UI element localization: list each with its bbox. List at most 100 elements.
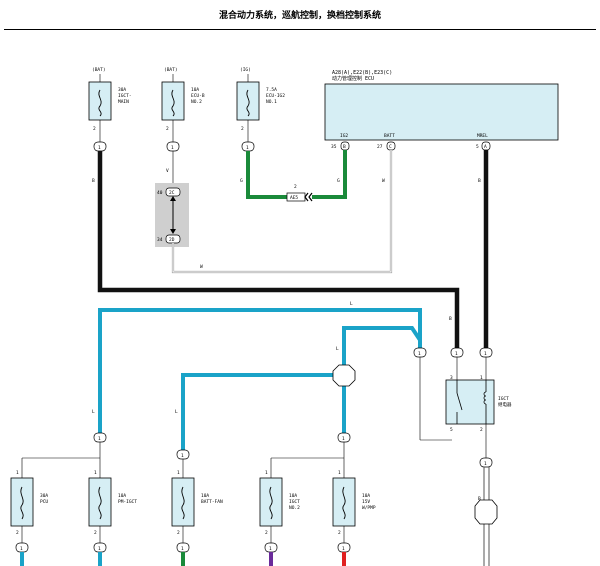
fuse-icon	[171, 89, 175, 117]
top-fuse-3: (IG) 7.5A ECU-IG2 NO.1 2	[236, 67, 285, 132]
fuse-name: IGCT-	[118, 93, 132, 99]
top-connector-1: 1	[93, 141, 107, 152]
svg-text:30A: 30A	[40, 493, 48, 499]
svg-text:1: 1	[418, 351, 421, 357]
wire-color-label: B	[449, 316, 452, 322]
svg-text:1: 1	[181, 453, 184, 459]
svg-text:5: 5	[450, 427, 453, 433]
ecu-pin-name-mrel: MREL	[477, 133, 488, 139]
wire-white-inner	[172, 150, 392, 273]
svg-text:1: 1	[94, 470, 97, 476]
fuse-box	[236, 81, 260, 121]
svg-text:2: 2	[338, 530, 341, 536]
fuse-icon	[98, 89, 102, 117]
bottom-fuse-batt-fan: 1 10A BATT-FAN 2 1	[171, 470, 223, 566]
fuse-name: MAIN	[118, 99, 129, 105]
svg-text:2D: 2D	[169, 237, 175, 243]
top-connector-2: 1	[166, 141, 180, 152]
wire-color-label: W	[382, 178, 385, 184]
svg-text:1: 1	[484, 351, 487, 357]
wire-color-label: B	[478, 496, 481, 502]
relay-name: IGCT	[498, 396, 509, 402]
svg-text:1: 1	[484, 461, 487, 467]
wire-green-b	[312, 150, 347, 199]
fuse-pin: 2	[93, 126, 96, 132]
svg-text:2C: 2C	[169, 190, 175, 196]
svg-text:1: 1	[98, 436, 101, 442]
svg-text:1: 1	[16, 470, 19, 476]
wire-color-label: B	[92, 178, 95, 184]
bottom-fuse-15v-wpmp: 1 10A 15V W/PMP 2 1	[332, 470, 376, 566]
splice-point	[332, 364, 356, 387]
svg-text:1: 1	[342, 436, 345, 442]
fuse-icon	[98, 486, 102, 520]
svg-text:1: 1	[455, 351, 458, 357]
svg-text:W/PMP: W/PMP	[362, 505, 376, 511]
svg-text:10A: 10A	[289, 493, 297, 499]
fuse-pin: 2	[241, 126, 244, 132]
fuse-box	[88, 81, 112, 121]
fuse-rating: 30A	[118, 87, 126, 93]
fuse-rating: 10A	[191, 87, 199, 93]
fuse-source: (IG)	[240, 67, 251, 73]
page-header: 混合动力系统，巡航控制，换档控制系统	[0, 0, 600, 30]
fuse-name: NO.2	[191, 99, 202, 105]
ecu-pin-num-5: 5	[476, 144, 479, 150]
wire-green-a	[246, 151, 287, 199]
relay-name: 继电器	[498, 401, 512, 408]
svg-text:1: 1	[338, 470, 341, 476]
top-fuse-2: (BAT) 10A ECU-B NO.2 2	[161, 67, 205, 132]
relay-box	[445, 379, 495, 425]
fuse-name: ECU-IG2	[266, 93, 285, 99]
svg-text:3: 3	[450, 375, 453, 381]
top-connector-3: 1	[241, 141, 255, 152]
bottom-fuse-pcu: 1 30A PCU 2 1	[10, 470, 48, 566]
wire-color-label: L	[350, 301, 353, 307]
connector-chevron-icon	[304, 192, 313, 202]
fuse-icon	[181, 486, 185, 520]
svg-text:2: 2	[480, 427, 483, 433]
wire-color-label: L	[92, 409, 95, 415]
svg-text:NO.2: NO.2	[289, 505, 300, 511]
svg-text:1: 1	[20, 546, 23, 552]
fuse-source: (BAT)	[164, 67, 178, 73]
junction-block: 40 2C 34 2D	[155, 183, 189, 247]
fuse-icon	[246, 89, 250, 117]
bottom-fuse-igct-no2: 1 10A IGCT NO.2 2 1	[259, 470, 300, 566]
svg-text:PM-IGCT: PM-IGCT	[118, 499, 137, 505]
ecu-pin-conn-a: A	[484, 144, 487, 150]
fuse-pin: 2	[166, 126, 169, 132]
svg-text:AE5: AE5	[290, 195, 298, 201]
svg-text:1: 1	[265, 470, 268, 476]
ecu-pin-name-ig2: IG2	[340, 133, 348, 139]
wire-black-main	[97, 151, 460, 348]
ecu-pin-num-27: 27	[377, 144, 383, 150]
wire-color-label: V	[166, 168, 169, 174]
relay-coil-icon	[483, 391, 487, 405]
relay-switch-icon	[456, 392, 463, 411]
svg-text:1: 1	[181, 546, 184, 552]
relay-output-connector	[479, 457, 493, 468]
fuse-box	[161, 81, 185, 121]
svg-text:1: 1	[98, 145, 101, 151]
svg-text:15V: 15V	[362, 499, 370, 505]
svg-text:1: 1	[342, 546, 345, 552]
wire-blue-outer	[98, 308, 422, 433]
ecu-pin-conn-c: C	[389, 144, 392, 150]
fuse-rating: 7.5A	[266, 87, 277, 93]
ecu-pin-name-batt: BATT	[384, 133, 395, 139]
top-fuse-1: (BAT) 30A IGCT- MAIN 2	[88, 67, 132, 132]
svg-text:BATT-FAN: BATT-FAN	[201, 499, 223, 505]
svg-text:IGCT: IGCT	[289, 499, 300, 505]
ecu-block: A28(A),E22(B),E23(C) 动力管理控制 ECU IG2 BATT…	[324, 70, 559, 151]
wire-blue-fan	[181, 373, 334, 450]
relay-connectors: 1 1 1	[413, 347, 493, 358]
fuse-name: ECU-B	[191, 93, 205, 99]
wire-blue-inner	[342, 326, 422, 365]
wire-color-label: W	[200, 264, 203, 270]
svg-text:PCU: PCU	[40, 499, 48, 505]
ecu-box	[324, 83, 559, 141]
splice-point	[474, 499, 498, 525]
svg-text:34: 34	[157, 237, 163, 243]
svg-text:2: 2	[177, 530, 180, 536]
